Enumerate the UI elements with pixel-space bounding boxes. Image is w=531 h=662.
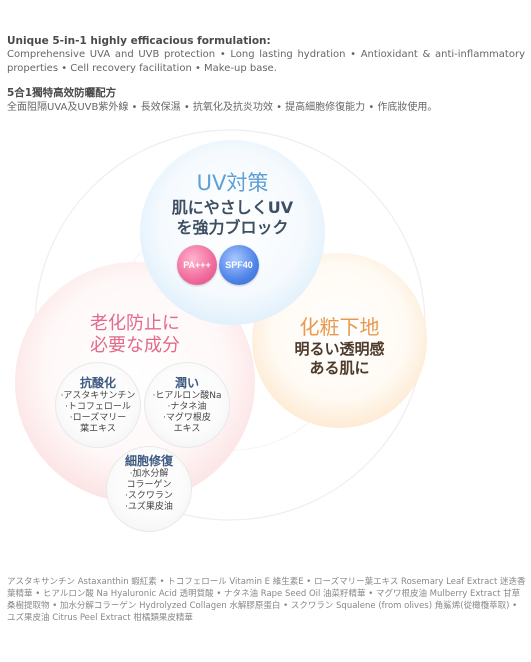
english-description: Comprehensive UVA and UVB protection • L… <box>7 49 525 74</box>
moisture-content: 潤い ·ヒアルロン酸Na ·ナタネ油 ·マグワ根皮 エキス <box>144 374 230 435</box>
uv-subtitle-line-2: を強力ブロック <box>176 218 289 237</box>
chinese-description: 全面阻隔UVA及UVB紫外線 • 長效保濕 • 抗氧化及抗炎功效 • 提高細胞修… <box>7 102 438 113</box>
antioxidant-content: 抗酸化 ·アスタキサンチン ·トコフェロール ·ローズマリー 葉エキス <box>55 374 141 435</box>
cell-repair-content: 細胞修復 ·加水分解 コラーゲン ·スクワラン ·ユズ果皮油 <box>106 452 192 513</box>
pa-badge: PA+++ <box>177 245 217 285</box>
moisture-item: エキス <box>173 424 201 434</box>
makeup-subtitle: 明るい透明感 ある肌に <box>252 340 427 378</box>
makeup-subtitle-line-1: 明るい透明感 <box>294 340 385 358</box>
cell-repair-item: コラーゲン <box>126 480 172 490</box>
makeup-subtitle-line-2: ある肌に <box>309 359 370 377</box>
moisture-item: ·ヒアルロン酸Na <box>152 391 222 401</box>
moisture-circle <box>144 362 230 448</box>
cell-repair-item: ·加水分解 <box>129 469 169 479</box>
uv-subtitle: 肌にやさしくUV を強力ブロック <box>140 198 325 238</box>
cell-repair-item: ·ユズ果皮油 <box>125 502 173 512</box>
moisture-item: ·ナタネ油 <box>167 402 207 412</box>
antioxidant-item: ·アスタキサンチン <box>60 391 136 401</box>
english-heading: Unique 5-in-1 highly efficacious formula… <box>7 35 271 47</box>
moisture-title: 潤い <box>174 376 199 390</box>
anti-aging-title: 老化防止に 必要な成分 <box>15 313 255 357</box>
cell-repair-circle <box>106 446 192 532</box>
intro-section: Unique 5-in-1 highly efficacious formula… <box>7 35 525 115</box>
chinese-heading: 5合1獨特高效防曬配方 <box>7 87 117 99</box>
uv-title: UV対策 <box>196 171 269 195</box>
uv-protection-circle <box>140 140 325 325</box>
moisture-item: ·マグワ根皮 <box>163 413 211 423</box>
ingredient-list: アスタキサンチン Astaxanthin 蝦紅素 • トコフェロール Vitam… <box>7 577 526 623</box>
makeup-title: 化粧下地 <box>299 315 380 339</box>
cell-repair-title: 細胞修復 <box>124 454 173 468</box>
antioxidant-item: 葉エキス <box>80 424 116 434</box>
antioxidant-item: ·ローズマリー <box>69 413 127 423</box>
spf-badge: SPF40 <box>219 245 259 285</box>
cell-repair-item: ·スクワラン <box>125 491 173 501</box>
antioxidant-title: 抗酸化 <box>79 376 116 390</box>
antioxidant-circle <box>55 362 141 448</box>
anti-aging-title-line-1: 老化防止に <box>90 313 180 334</box>
antioxidant-item: ·トコフェロール <box>65 402 131 412</box>
uv-subtitle-line-1: 肌にやさしくUV <box>171 198 294 217</box>
anti-aging-title-line-2: 必要な成分 <box>90 335 180 356</box>
